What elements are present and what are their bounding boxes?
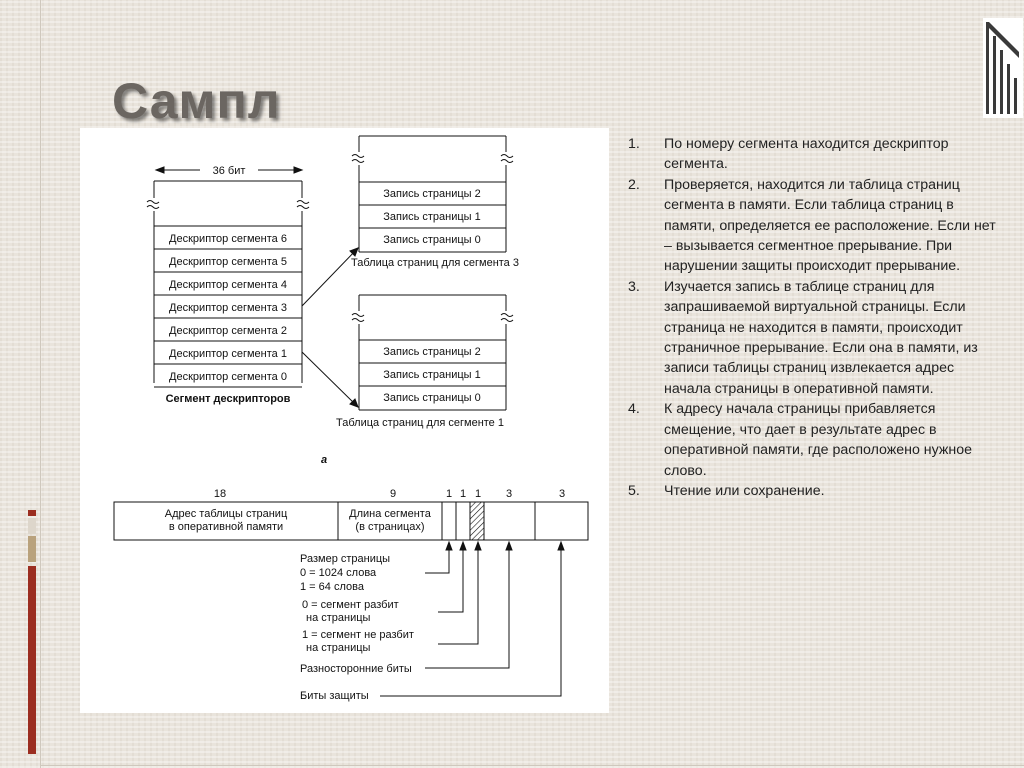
bit-count-18: 18	[214, 488, 226, 500]
descriptor-break-marks	[146, 198, 310, 211]
annotation-paged-0: 0 = сегмент разбит	[302, 599, 399, 611]
field-segment-length: (в страницах)	[355, 521, 424, 533]
width-label: 36 бит	[213, 165, 246, 177]
page-entry-row: Запись страницы 2	[383, 346, 481, 358]
bit-count-9: 9	[390, 488, 396, 500]
bit-count-1: 1	[460, 488, 466, 500]
pointer-arrows	[302, 248, 358, 407]
bit-count-3: 3	[506, 488, 512, 500]
page-entry-row: Запись страницы 0	[383, 392, 481, 404]
bit-count-3: 3	[559, 488, 565, 500]
page-table-3-caption: Таблица страниц для сегмента 3	[351, 257, 519, 269]
descriptor-row: Дескриптор сегмента 6	[169, 233, 287, 245]
theme-logo-icon	[983, 18, 1023, 118]
annotation-protection-bits: Биты защиты	[300, 690, 369, 702]
page-entry-row: Запись страницы 1	[383, 211, 481, 223]
annotation-paged-0: на страницы	[306, 612, 371, 624]
descriptor-row: Дескриптор сегмента 1	[169, 348, 287, 360]
list-item-text: К адресу начала страницы прибавляется см…	[664, 401, 972, 478]
segmentation-diagram: 36 бит Дескриптор сегмента 6 Дескриптор …	[80, 128, 609, 713]
list-item: 3. Изучается запись в таблице страниц для…	[628, 277, 998, 399]
list-item: 4. К адресу начала страницы прибавляется …	[628, 399, 998, 481]
bit-count-1: 1	[446, 488, 452, 500]
descriptor-row: Дескриптор сегмента 2	[169, 325, 287, 337]
list-item-text: По номеру сегмента находится дескриптор …	[664, 136, 949, 172]
list-item-number: 5.	[628, 481, 640, 501]
annotation-paged-1: 1 = сегмент не разбит	[302, 629, 414, 641]
descriptor-row: Дескриптор сегмента 3	[169, 302, 287, 314]
list-item-number: 1.	[628, 134, 640, 154]
list-item-text: Чтение или сохранение.	[664, 483, 825, 499]
list-item-number: 2.	[628, 175, 640, 195]
list-item-text: Изучается запись в таблице страниц для з…	[664, 279, 978, 397]
page-table-1-break-marks	[351, 311, 514, 324]
annotation-paged-1: на страницы	[306, 642, 371, 654]
field-segment-length: Длина сегмента	[349, 508, 432, 520]
slide-title: Сампл	[112, 72, 280, 130]
segmentation-figure: 36 бит Дескриптор сегмента 6 Дескриптор …	[80, 128, 609, 713]
descriptor-caption: Сегмент дескрипторов	[166, 393, 291, 405]
list-item: 1. По номеру сегмента находится дескрипто…	[628, 134, 998, 175]
accent-bar-long	[28, 566, 36, 754]
descriptor-row: Дескриптор сегмента 4	[169, 279, 287, 291]
accent-block-light	[28, 518, 36, 534]
page-table-1-caption: Таблица страниц для сегменте 1	[336, 417, 504, 429]
steps-list: 1. По номеру сегмента находится дескрипто…	[628, 134, 998, 501]
descriptor-row: Дескриптор сегмента 5	[169, 256, 287, 268]
page-table-3-break-marks	[351, 152, 514, 165]
list-item-text: Проверяется, находится ли таблица страни…	[664, 177, 996, 275]
slide-frame-bottom-line	[40, 765, 1024, 766]
annotation-page-size: 1 = 64 слова	[300, 581, 365, 593]
annotation-page-size: Размер страницы	[300, 553, 390, 565]
annotation-misc-bits: Разносторонние биты	[300, 663, 412, 675]
accent-block-tan	[28, 536, 36, 562]
page-entry-row: Запись страницы 0	[383, 234, 481, 246]
page-entry-row: Запись страницы 2	[383, 188, 481, 200]
list-item: 5. Чтение или сохранение.	[628, 481, 998, 501]
page-entry-row: Запись страницы 1	[383, 369, 481, 381]
bit-count-1: 1	[475, 488, 481, 500]
hatched-bit	[470, 502, 484, 540]
accent-block-top	[28, 510, 36, 516]
list-item: 2. Проверяется, находится ли таблица стра…	[628, 175, 998, 277]
descriptor-row: Дескриптор сегмента 0	[169, 371, 287, 383]
field-page-table-address: в оперативной памяти	[169, 521, 283, 533]
slide-frame-left-line	[40, 0, 41, 768]
list-item-number: 3.	[628, 277, 640, 297]
annotation-page-size: 0 = 1024 слова	[300, 567, 377, 579]
part-a-label: а	[321, 454, 327, 466]
list-item-number: 4.	[628, 399, 640, 419]
field-page-table-address: Адрес таблицы страниц	[165, 508, 288, 520]
